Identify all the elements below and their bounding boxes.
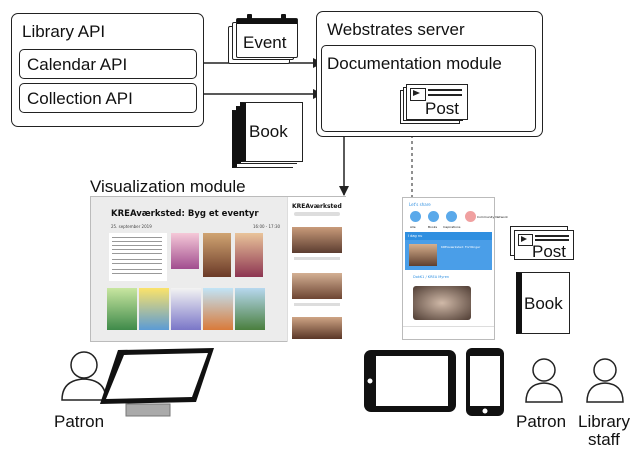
screen-text-block [109,233,167,281]
visualization-module-title: Visualization module [90,177,246,196]
library-staff-icon [586,358,624,403]
library-staff-label-line2: staff [588,430,620,449]
library-staff-label-line1: Library [578,412,630,431]
app-card-photo [409,244,437,266]
side-photo [292,227,342,253]
app-tab-label[interactable]: Alle [410,225,416,229]
book-label: Book [249,122,288,141]
app-tab-label[interactable]: Community Network [477,215,508,219]
library-api-box: Library API Calendar API Collection API [11,13,204,127]
side-photo [292,317,342,339]
legend-book-label: Book [524,294,563,313]
app-card-photo [413,286,471,320]
book-card-stack: Book [232,100,303,168]
tabletop-display-icon [100,348,214,417]
screen-heading: KREAværksted: Byg et eventyr [111,209,259,219]
documentation-module-box: Documentation module Post [321,45,536,132]
cover-image [203,288,233,330]
screen-date: 25. september 2019 [111,224,152,229]
app-card[interactable]: KREAværksted: Fortllinger [405,240,492,270]
calendar-api-label: Calendar API [27,55,128,74]
patron-right-icon [525,358,563,403]
screen-side-column: KREAværksted [287,197,347,342]
cover-image [139,288,169,330]
patron-left-label: Patron [54,412,105,431]
cover-image [235,288,265,330]
tablet-icon [364,350,456,412]
side-heading: KREAværksted [292,203,342,210]
webstrates-server-box: Webstrates server Documentation module P… [316,11,543,137]
phone-app-screen: Let's share Alle Books Inspirations Comm… [402,197,508,340]
phone-icon [466,348,504,416]
legend-post-label: Post [532,242,567,261]
collection-api-box: Collection API [19,83,197,113]
cover-image [235,233,263,277]
app-tab-label[interactable]: Books [428,225,438,229]
documentation-module-title: Documentation module [327,54,502,73]
post-label: Post [425,99,460,118]
patron-left-icon [61,351,107,401]
app-section-label: I dag nu [408,234,423,238]
app-header: Let's share [409,202,431,207]
legend-post-stack: Post [510,226,576,262]
app-tab-icon [446,211,457,222]
calendar-api-box: Calendar API [19,49,197,79]
app-card-title: DokK1 / KREA Myren [413,275,450,279]
app-tab-icon [410,211,421,222]
cover-image [107,288,137,330]
app-section-bar: I dag nu [405,232,492,240]
collection-api-label: Collection API [27,89,133,108]
cover-image [203,233,231,277]
visualization-screen: KREAværksted: Byg et eventyr 25. septemb… [90,196,347,342]
side-photo [292,273,342,299]
post-card-stack: Post [400,82,470,124]
legend-book: Book [516,272,570,334]
webstrates-server-title: Webstrates server [327,20,465,39]
library-api-title: Library API [22,22,106,41]
patron-right-label: Patron [516,412,567,431]
cover-image [171,233,199,269]
app-tab-icon [428,211,439,222]
cover-image [171,288,201,330]
app-bottom-nav [403,326,494,340]
app-card-title: KREAværksted: Fortllinger [441,245,481,249]
app-tab-label[interactable]: Inspirations [443,225,461,229]
screen-time: 16:00 - 17:30 [253,224,281,229]
app-tab-icon [465,211,476,222]
event-card-stack: Event [228,12,300,64]
event-label: Event [243,33,287,52]
